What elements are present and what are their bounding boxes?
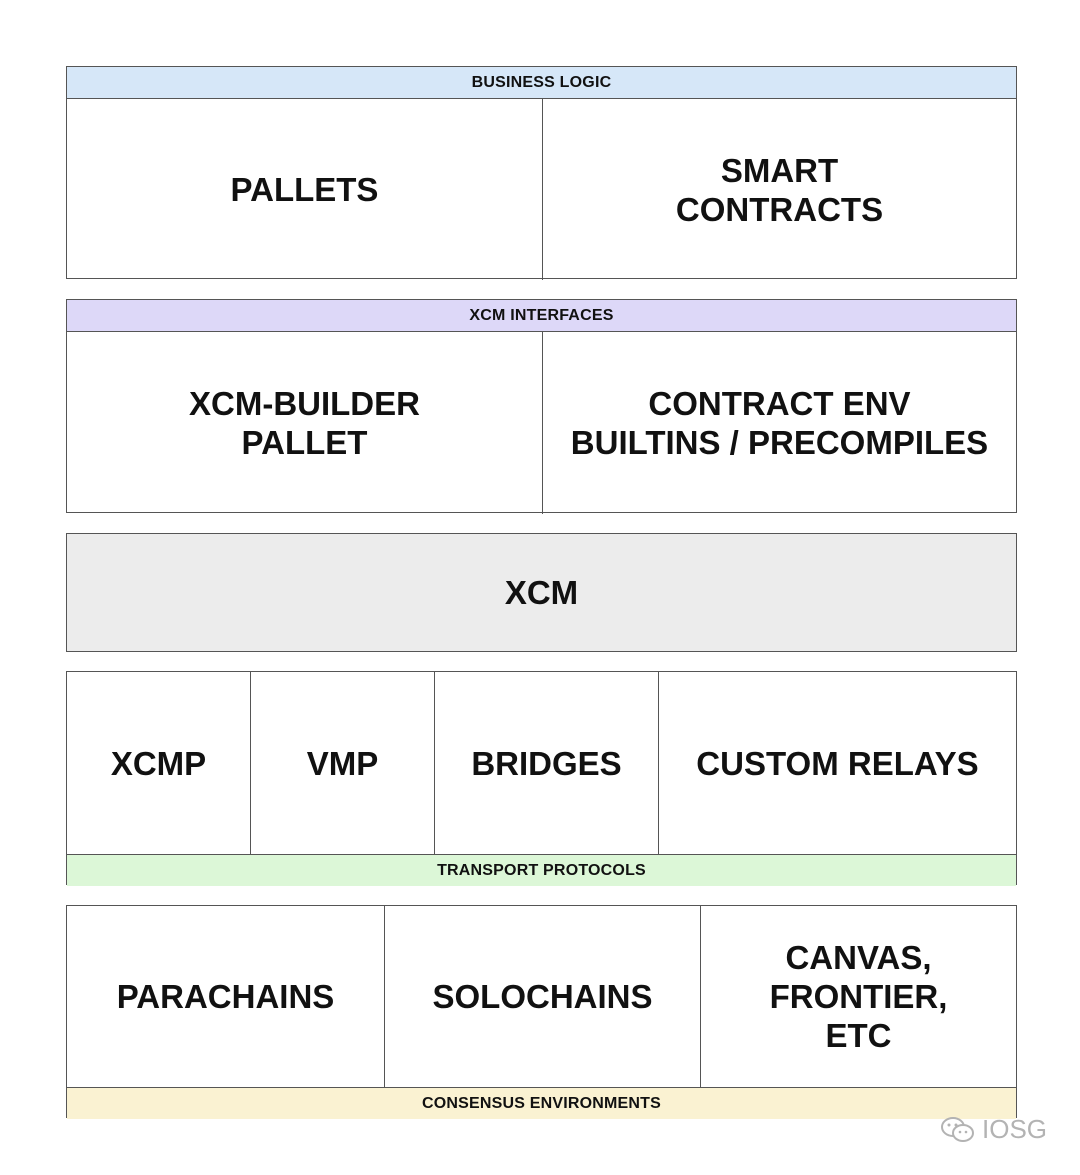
- xcm-builder-pallet-box: XCM-BUILDER PALLET: [189, 385, 420, 461]
- xcm-interfaces-layer: XCM INTERFACES XCM-BUILDER PALLET CONTRA…: [66, 299, 1017, 514]
- bridges-box: BRIDGES: [434, 672, 658, 854]
- custom-relays-box: CUSTOM RELAYS: [658, 672, 1016, 854]
- watermark: IOSG: [940, 1114, 1047, 1145]
- business-logic-header: BUSINESS LOGIC: [67, 67, 1016, 99]
- consensus-environments-layer: PARACHAINS SOLOCHAINS CANVAS, FRONTIER, …: [66, 905, 1017, 1119]
- xcm-interfaces-row: XCM-BUILDER PALLET CONTRACT ENV BUILTINS…: [67, 332, 1016, 514]
- xcmp-box: XCMP: [110, 744, 207, 782]
- vmp-box: VMP: [250, 672, 434, 854]
- consensus-environments-row: PARACHAINS SOLOCHAINS CANVAS, FRONTIER, …: [67, 906, 1016, 1087]
- smart-contracts-box: SMART CONTRACTS: [542, 99, 1016, 280]
- solochains-box: SOLOCHAINS: [384, 906, 700, 1087]
- transport-protocols-layer: XCMP VMP BRIDGES CUSTOM RELAYS TRANSPORT…: [66, 671, 1017, 886]
- pallets-box: PALLETS: [230, 171, 379, 208]
- transport-protocols-row: XCMP VMP BRIDGES CUSTOM RELAYS: [67, 672, 1016, 854]
- parachains-box: PARACHAINS: [116, 978, 335, 1015]
- contract-env-box: CONTRACT ENV BUILTINS / PRECOMPILES: [542, 332, 1016, 514]
- wechat-icon: [940, 1115, 976, 1145]
- watermark-text: IOSG: [982, 1114, 1048, 1144]
- consensus-environments-header: CONSENSUS ENVIRONMENTS: [67, 1087, 1016, 1119]
- xcm-layer: XCM: [66, 533, 1017, 652]
- transport-protocols-header: TRANSPORT PROTOCOLS: [67, 854, 1016, 886]
- canvas-frontier-box: CANVAS, FRONTIER, ETC: [700, 906, 1016, 1087]
- business-logic-row: PALLETS SMART CONTRACTS: [67, 99, 1016, 280]
- business-logic-layer: BUSINESS LOGIC PALLETS SMART CONTRACTS: [66, 66, 1017, 280]
- xcm-interfaces-header: XCM INTERFACES: [67, 300, 1016, 332]
